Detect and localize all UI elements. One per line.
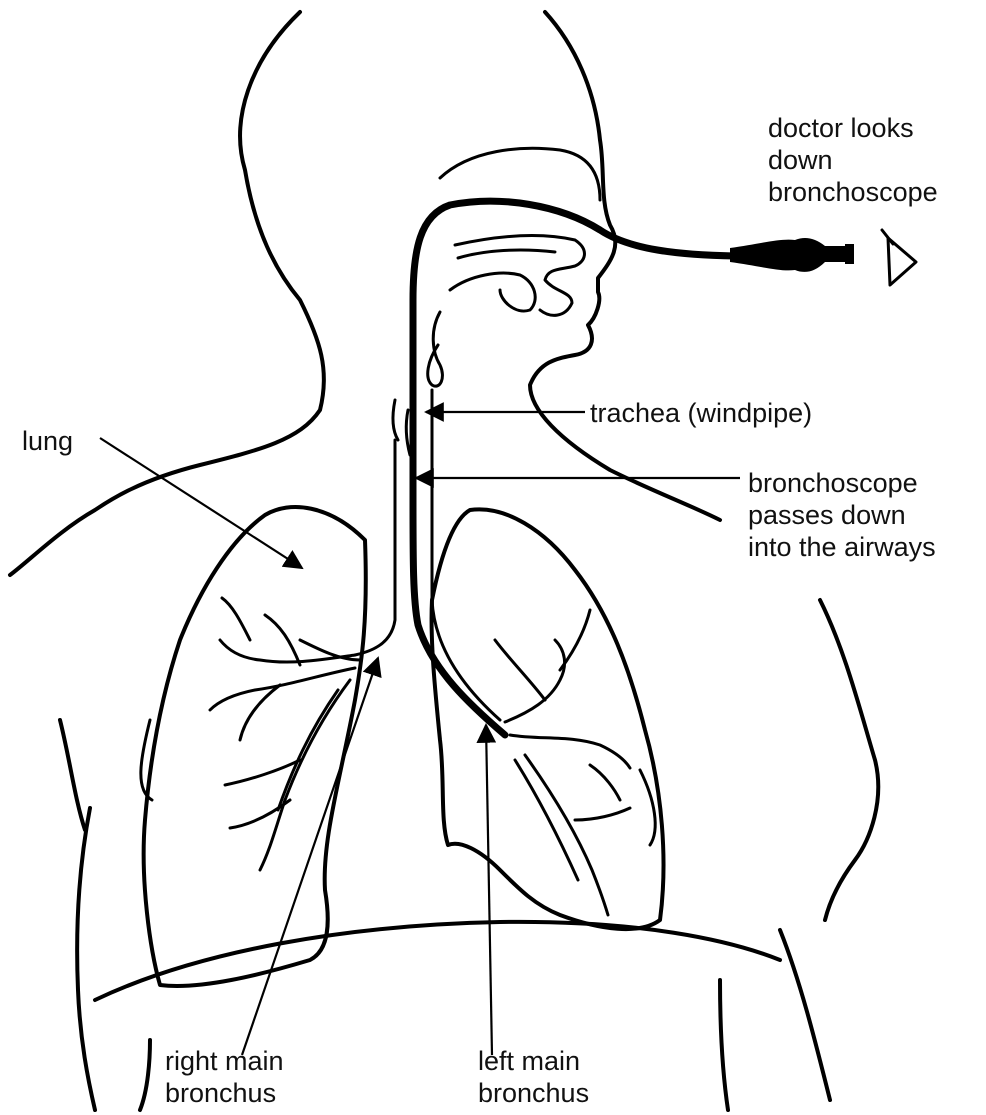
label-bronchoscope-line-1: bronchoscope (748, 467, 936, 499)
label-trachea: trachea (windpipe) (590, 397, 812, 429)
label-lung: lung (22, 425, 73, 457)
trachea (355, 390, 500, 720)
bronchoscope-eyepiece (730, 238, 854, 272)
label-bronchoscope-passes: bronchoscope passes down into the airway… (748, 467, 936, 563)
label-bronchoscope-line-2: passes down (748, 499, 936, 531)
pointer-left-main-bronchus (486, 725, 492, 1055)
label-doctor-line-1: doctor looks (768, 112, 938, 144)
left-lung (432, 509, 664, 929)
label-left-main-bronchus: left main bronchus (478, 1045, 589, 1109)
bronchoscope (413, 201, 735, 735)
label-lung-text: lung (22, 425, 73, 457)
label-right-main-line-1: right main (165, 1045, 284, 1077)
right-lung (141, 507, 366, 986)
label-doctor-looks: doctor looks down bronchoscope (768, 112, 938, 208)
label-doctor-line-2: down (768, 144, 938, 176)
pointer-right-main-bronchus (242, 658, 378, 1055)
label-bronchoscope-line-3: into the airways (748, 531, 936, 563)
label-doctor-line-3: bronchoscope (768, 176, 938, 208)
pointer-lung (100, 438, 302, 568)
left-bronchial-tree (495, 610, 630, 915)
eye-icon (882, 230, 916, 285)
nasal-cavity (393, 148, 600, 455)
label-right-main-bronchus: right main bronchus (165, 1045, 284, 1109)
right-bronchial-tree (210, 598, 355, 870)
label-trachea-text: trachea (windpipe) (590, 397, 812, 429)
label-right-main-line-2: bronchus (165, 1077, 284, 1109)
label-left-main-line-2: bronchus (478, 1077, 589, 1109)
label-left-main-line-1: left main (478, 1045, 589, 1077)
